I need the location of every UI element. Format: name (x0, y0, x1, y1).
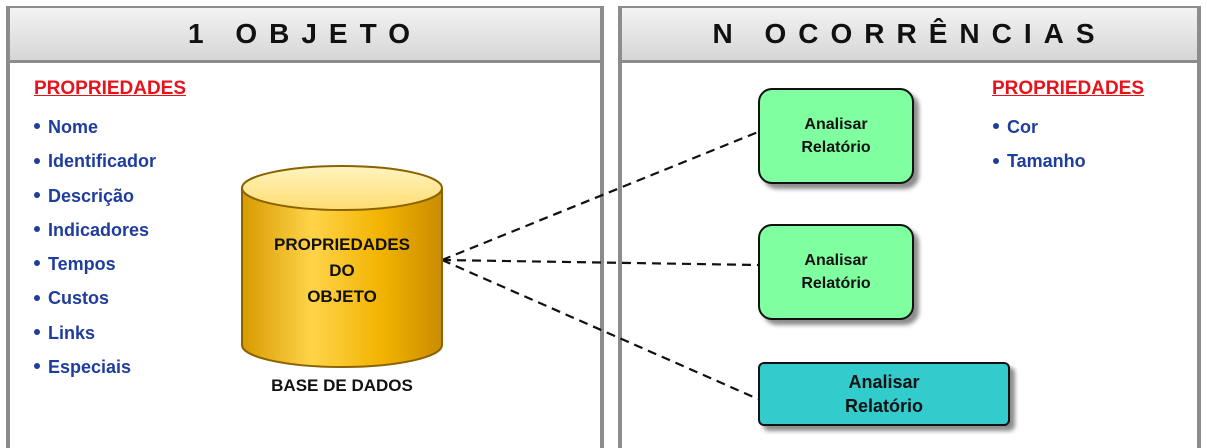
database-cylinder (241, 165, 443, 368)
property-item: Nome (34, 110, 156, 144)
object-panel: 1 OBJETO (6, 6, 604, 448)
occurrence-box-3: Analisar Relatório (758, 362, 1010, 426)
bullet-icon (993, 157, 999, 164)
bullet-icon (34, 363, 40, 370)
occurrence-box-2: Analisar Relatório (758, 224, 914, 320)
property-item: Indicadores (34, 213, 156, 247)
property-name: Identificador (48, 151, 157, 172)
property-name: Tamanho (1007, 151, 1086, 172)
occurrence-box-2-line-1: Analisar (804, 252, 868, 269)
database-label-line-1: PROPRIEDADES (273, 235, 411, 254)
database-caption: BASE DE DADOS (271, 376, 413, 395)
property-name: Custos (48, 288, 110, 309)
property-item: Custos (34, 281, 156, 315)
occurrence-properties-title: PROPRIEDADES (992, 78, 1145, 99)
occurrence-properties-list: Cor Tamanho (993, 110, 1086, 179)
property-item: Descrição (34, 179, 156, 213)
property-name: Especiais (48, 357, 132, 378)
occurrence-box-3-line-1: Analisar (848, 372, 920, 392)
bullet-icon (34, 226, 40, 233)
occurrence-box-1-line-2: Relatório (801, 139, 871, 156)
property-item: Identificador (34, 144, 156, 178)
connector-lines (441, 130, 759, 401)
occurrence-box-2-line-2: Relatório (801, 275, 871, 292)
bullet-icon (34, 260, 40, 267)
bullet-icon (34, 191, 40, 198)
object-panel-header: 1 OBJETO (10, 6, 600, 63)
connector-line-1 (441, 130, 759, 262)
property-item: Tamanho (993, 144, 1086, 178)
property-name: Links (48, 322, 96, 343)
property-name: Nome (48, 117, 99, 137)
property-item: Cor (993, 110, 1086, 144)
occurrence-box-1: Analisar Relatório (758, 88, 914, 184)
bullet-icon (993, 123, 999, 130)
connector-line-3 (441, 258, 759, 401)
bullet-icon (34, 157, 40, 164)
bullet-icon (34, 294, 40, 301)
occurrence-box-3-line-2: Relatório (844, 396, 923, 416)
database-label-line-2: DO (329, 261, 355, 280)
database-label: PROPRIEDADES DO OBJETO (242, 232, 442, 310)
property-name: Indicadores (48, 219, 150, 240)
property-name: Tempos (48, 254, 116, 275)
bullet-icon (34, 123, 40, 130)
bullet-icon (34, 329, 40, 336)
property-item: Tempos (34, 247, 156, 281)
property-name: Descrição (48, 185, 135, 206)
occurrence-box-1-line-1: Analisar (804, 116, 868, 133)
property-item: Especiais (34, 350, 156, 384)
object-properties-title: PROPRIEDADES (34, 78, 187, 99)
object-properties-list: Nome Identificador Descrição Indicadores… (34, 110, 156, 384)
property-name: Cor (1007, 117, 1038, 137)
connector-line-2 (441, 258, 759, 267)
property-item: Links (34, 316, 156, 350)
database-label-line-3: OBJETO (307, 287, 377, 306)
occurrences-panel-header: N OCORRÊNCIAS (622, 6, 1197, 63)
